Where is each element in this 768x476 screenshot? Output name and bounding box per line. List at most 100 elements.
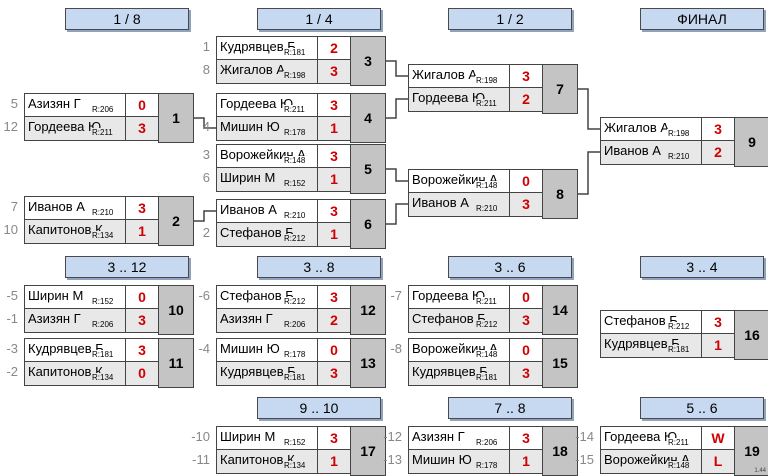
player-score: 3 [509, 193, 542, 216]
seed-number: -8 [390, 341, 402, 356]
round-header: 9 .. 10 [257, 397, 381, 419]
player-name: Гордеева Ю [604, 429, 678, 444]
round-header: 5 .. 6 [640, 397, 764, 419]
player-score: 1 [317, 223, 350, 246]
round-header: 3 .. 12 [65, 256, 189, 278]
player-name: Кудрявцев Б [412, 364, 488, 379]
player-name: Стефанов Б [412, 311, 486, 326]
player-name: Ширин М [28, 288, 84, 303]
player-score: 1 [125, 220, 158, 243]
seed-number: 2 [202, 225, 210, 240]
player-score: 0 [509, 339, 542, 362]
player-score: 0 [125, 286, 158, 309]
seed-number: 5 [10, 96, 18, 111]
match-number: 14 [542, 285, 578, 335]
player-rating: R:212 [283, 234, 308, 243]
match-number: 18 [542, 426, 578, 476]
round-header: ФИНАЛ [640, 8, 764, 30]
player-rating: R:181 [283, 48, 308, 57]
player-score: 2 [317, 37, 350, 60]
player-rating: R:178 [283, 350, 308, 359]
player-rating: R:181 [475, 373, 500, 382]
seed-number: -11 [192, 452, 210, 467]
player-score: 0 [509, 286, 542, 309]
player-name: Жигалов А [412, 67, 478, 82]
player-score: 3 [317, 200, 350, 223]
player-score: 3 [509, 309, 542, 332]
connector-line [384, 60, 408, 77]
player-name: Иванов А [220, 202, 277, 217]
seed-number: -2 [6, 364, 18, 379]
player-name: Ширин М [220, 429, 276, 444]
player-row[interactable]: Ширин М R:152 3 [216, 426, 352, 451]
connector-line [576, 88, 600, 130]
player-rating: R:152 [91, 297, 116, 306]
player-rating: R:210 [91, 208, 116, 217]
player-rating: R:206 [475, 438, 500, 447]
player-score: 3 [317, 94, 350, 117]
player-name: Жигалов А [220, 62, 286, 77]
seed-number: 6 [202, 170, 210, 185]
player-score: 3 [125, 197, 158, 220]
player-score: 3 [317, 362, 350, 385]
player-score: 3 [125, 309, 158, 332]
seed-number: -13 [383, 452, 402, 467]
player-name: Капитонов К [220, 452, 295, 467]
player-score: 1 [317, 117, 350, 140]
player-name: Иванов А [604, 143, 661, 158]
player-rating: R:152 [283, 438, 308, 447]
player-rating: R:211 [475, 99, 499, 108]
match-number: 1 [158, 93, 194, 143]
player-name: Жигалов А [604, 120, 670, 135]
player-score: 1 [317, 450, 350, 473]
player-row[interactable]: Ширин М R:152 0 [24, 285, 160, 310]
player-score: 3 [317, 427, 350, 450]
player-rating: R:212 [475, 320, 500, 329]
